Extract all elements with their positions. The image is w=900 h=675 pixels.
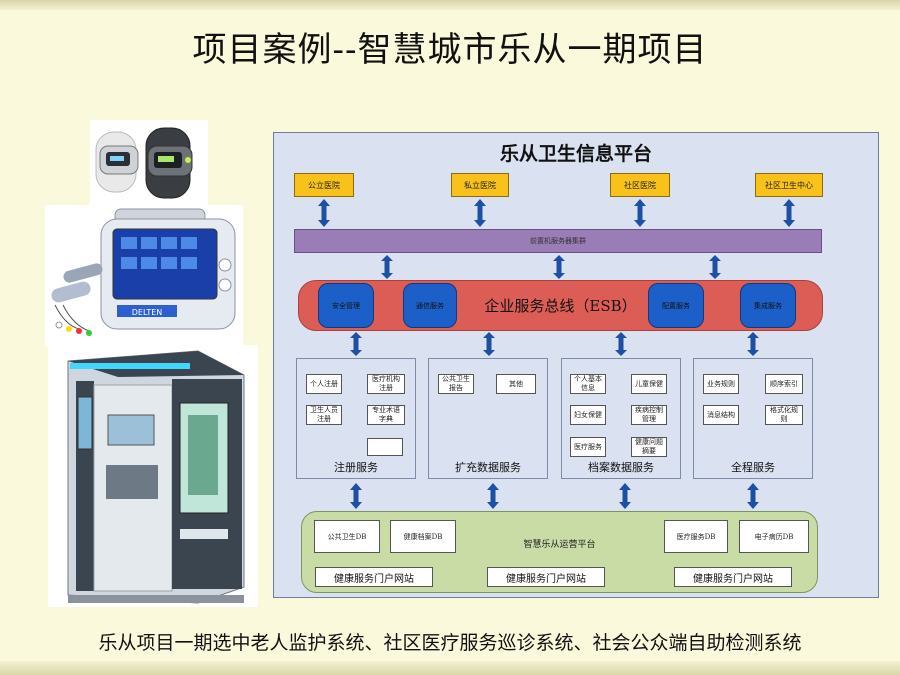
full-process-service-label: 全程服务 (731, 461, 775, 474)
hospital-community: 社区医院 (610, 173, 670, 197)
service-item: 专业术语字典 (367, 405, 405, 425)
double-arrow-icon (487, 483, 499, 509)
service-item: 卫生人员注册 (306, 405, 342, 425)
double-arrow-icon (783, 199, 795, 227)
extended-data-service-label: 扩充数据服务 (455, 461, 521, 474)
service-item: 医疗服务 (570, 437, 606, 457)
operations-platform: 公共卫生DB 健康档案DB 智慧乐从运营平台 医疗服务DB 电子病历DB 健康服… (301, 511, 818, 593)
double-arrow-icon (474, 199, 486, 227)
portable-monitor-photo: DELTEN (45, 205, 243, 347)
esb-node-communication: 通信服务 (403, 283, 457, 328)
esb-node-config: 配置服务 (648, 283, 704, 328)
service-item: 个人基本信息 (570, 374, 606, 394)
slide-caption: 乐从项目一期选中老人监护系统、社区医疗服务巡诊系统、社会公众端自助检测系统 (98, 632, 802, 654)
registration-service-box: 个人注册 医疗机构注册 卫生人员注册 专业术语字典 注册服务 (296, 358, 416, 479)
health-info-platform-diagram: 乐从卫生信息平台 公立医院 私立医院 社区医院 社区卫生中心 前置机服务器集群 … (273, 132, 879, 598)
esb-node-security: 安全管理 (318, 283, 374, 328)
double-arrow-icon (709, 255, 721, 279)
service-item-blank (367, 438, 403, 456)
enterprise-service-bus: 安全管理 通信服务 企业服务总线（ESB） 配置服务 集成服务 (298, 280, 823, 331)
community-health-center: 社区卫生中心 (755, 173, 823, 197)
db-public-health: 公共卫生DB (314, 520, 380, 553)
service-item: 格式化规则 (765, 405, 803, 425)
service-item: 公共卫生报告 (438, 374, 474, 394)
double-arrow-icon (350, 332, 362, 356)
top-band (0, 0, 900, 10)
double-arrow-icon (318, 199, 330, 227)
double-arrow-icon (350, 483, 362, 509)
extended-data-service-box: 公共卫生报告 其他 扩充数据服务 (428, 358, 548, 479)
double-arrow-icon (747, 483, 759, 509)
service-item: 个人注册 (306, 374, 342, 394)
registration-service-label: 注册服务 (334, 461, 378, 474)
double-arrow-icon (634, 199, 646, 227)
db-health-records: 健康档案DB (390, 520, 456, 553)
service-item: 业务规则 (703, 374, 739, 394)
esb-node-integration: 集成服务 (740, 283, 796, 328)
front-server-cluster: 前置机服务器集群 (294, 229, 822, 253)
service-item: 其他 (496, 374, 536, 394)
service-item: 顺序索引 (765, 374, 803, 394)
operations-platform-title: 智慧乐从运营平台 (523, 540, 596, 550)
service-item: 疾病控制管理 (631, 405, 667, 425)
full-process-service-box: 业务规则 顺序索引 消息结构 格式化规则 全程服务 (693, 358, 813, 479)
double-arrow-icon (747, 332, 759, 356)
monitor-brand-label: DELTEN (132, 308, 163, 317)
double-arrow-icon (483, 332, 495, 356)
service-item: 医疗机构注册 (367, 374, 405, 394)
hospital-private: 私立医院 (451, 173, 509, 197)
double-arrow-icon (381, 255, 393, 279)
page-title: 项目案例--智慧城市乐从一期项目 (192, 30, 708, 70)
platform-title: 乐从卫生信息平台 (499, 143, 652, 165)
service-item: 妇女保健 (570, 405, 606, 425)
service-item: 健康问题摘要 (631, 437, 667, 457)
double-arrow-icon (615, 332, 627, 356)
double-arrow-icon (553, 255, 565, 279)
service-item: 儿童保健 (631, 374, 667, 394)
db-emr: 电子病历DB (739, 520, 809, 553)
service-item: 消息结构 (703, 405, 739, 425)
self-service-kiosk-photo (48, 345, 258, 607)
portal-website: 健康服务门户网站 (674, 567, 792, 587)
smart-watch-photo (90, 120, 208, 206)
portal-website: 健康服务门户网站 (315, 567, 433, 587)
archive-data-service-label: 档案数据服务 (588, 461, 654, 474)
archive-data-service-box: 个人基本信息 儿童保健 妇女保健 疾病控制管理 医疗服务 健康问题摘要 档案数据… (561, 358, 681, 479)
esb-label: 企业服务总线（ESB） (484, 297, 637, 315)
bottom-band (0, 661, 900, 675)
double-arrow-icon (619, 483, 631, 509)
hospital-public: 公立医院 (294, 173, 354, 197)
portal-website: 健康服务门户网站 (487, 567, 605, 587)
db-medical-service: 医疗服务DB (664, 520, 728, 553)
